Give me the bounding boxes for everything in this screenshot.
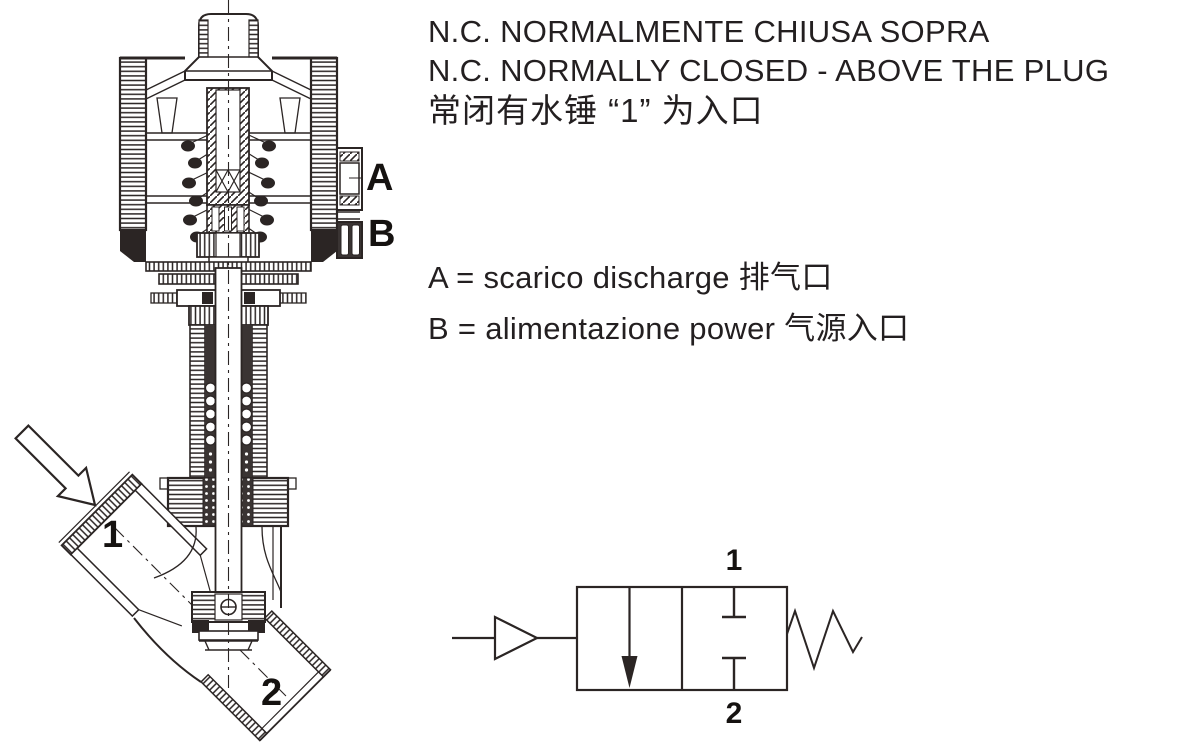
inlet-pipe bbox=[58, 471, 213, 627]
valve-port-2-label: 2 bbox=[261, 672, 282, 714]
nc-notes: N.C. NORMALMENTE CHIUSA SOPRA N.C. NORMA… bbox=[428, 12, 1109, 132]
legend-line-a: A = scarico discharge 排气口 bbox=[428, 260, 833, 295]
symbol-port-1-label: 1 bbox=[726, 544, 743, 577]
actuator-housing bbox=[118, 56, 339, 232]
spring-return-icon bbox=[786, 607, 863, 672]
note-line-italian: N.C. NORMALMENTE CHIUSA SOPRA bbox=[428, 14, 990, 49]
port-legend: A = scarico discharge 排气口 B = alimentazi… bbox=[428, 252, 909, 354]
port-a-label: A bbox=[366, 157, 393, 199]
pilot-actuator-icon bbox=[452, 615, 577, 661]
port-b-label: B bbox=[368, 213, 395, 255]
flow-direction-arrow-icon bbox=[14, 424, 97, 507]
outlet-pipe bbox=[200, 610, 332, 742]
angle-seat-valve-drawing: A B 1 2 bbox=[14, 0, 395, 742]
valve-body bbox=[58, 471, 332, 742]
closed-port-icon bbox=[722, 587, 746, 690]
legend-line-b: B = alimentazione power 气源入口 bbox=[428, 311, 910, 346]
note-line-english: N.C. NORMALLY CLOSED - ABOVE THE PLUG bbox=[428, 53, 1110, 88]
pneumatic-symbol: 1 2 bbox=[452, 544, 863, 730]
valve-port-1-label: 1 bbox=[102, 514, 123, 556]
flow-path-arrow-icon bbox=[621, 588, 638, 688]
valve-neck bbox=[189, 324, 268, 479]
symbol-port-2-label: 2 bbox=[726, 697, 743, 730]
note-line-chinese: 常闭有水锤 “1” 为入口 bbox=[428, 92, 764, 129]
pilot-ports-block bbox=[336, 147, 363, 259]
